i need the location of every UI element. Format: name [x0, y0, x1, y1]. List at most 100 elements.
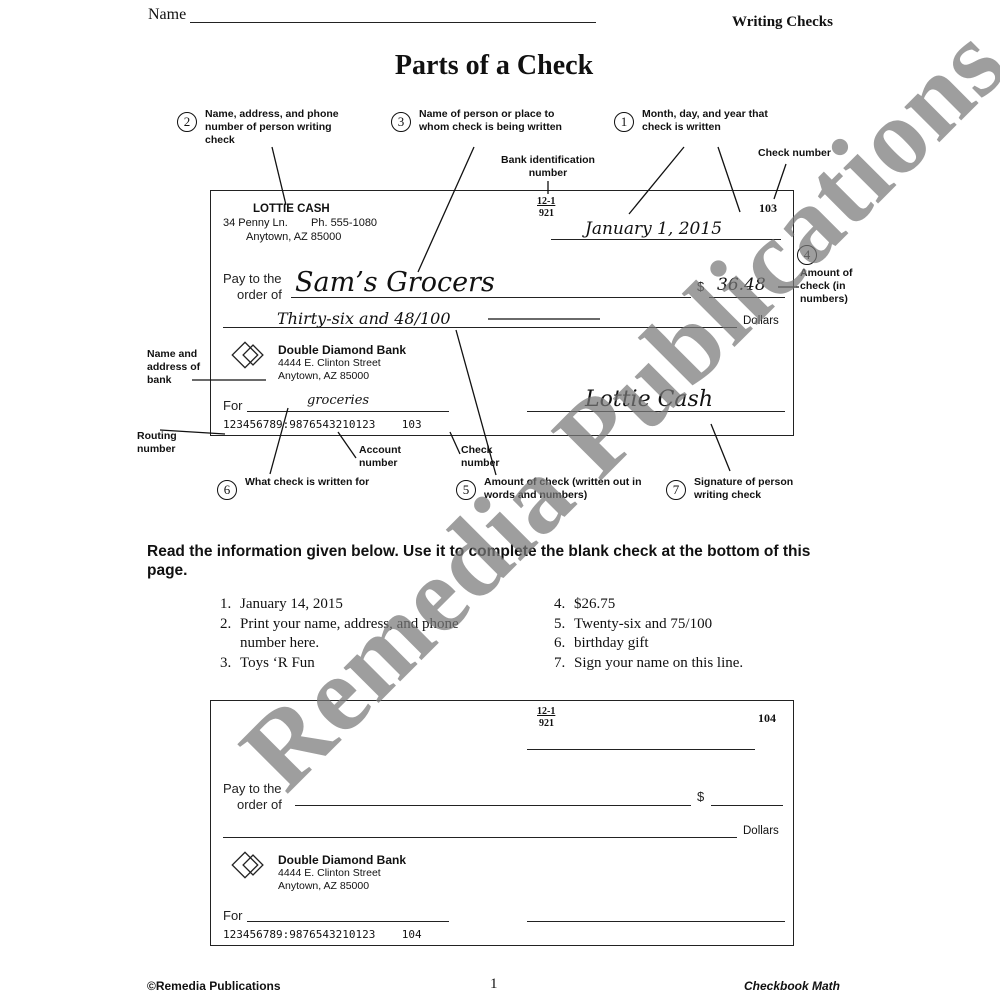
date-field[interactable]: [527, 749, 755, 750]
payee-line: [291, 297, 691, 298]
owner-city: Anytown, AZ 85000: [246, 231, 342, 243]
blank-check: 12-1 921 104 Pay to the order of $ Dolla…: [210, 700, 794, 946]
dollar-sign: $: [697, 279, 705, 294]
callout-5-text: Amount of check (written out in words an…: [484, 476, 642, 501]
list-number: 7.: [554, 654, 566, 671]
list-item: 7. Sign your name on this line.: [554, 654, 743, 674]
bank-code-bottom: 921: [539, 208, 554, 219]
list-item: 6. birthday gift: [554, 634, 743, 654]
sample-check: LOTTIE CASH 34 Penny Ln. Ph. 555-1080 An…: [210, 190, 794, 436]
memo-field[interactable]: [247, 921, 449, 922]
list-text: number here.: [240, 635, 320, 651]
name-label: Name: [148, 6, 187, 23]
pay-to-label: Pay to the: [223, 781, 282, 796]
check-number-callout: Check number: [758, 147, 831, 159]
name-line[interactable]: [190, 22, 596, 23]
list-item: 5. Twenty-six and 75/100: [554, 615, 743, 635]
amount-numeric: 36.48: [717, 275, 766, 295]
owner-address: 34 Penny Ln.: [223, 217, 288, 229]
list-text: Twenty-six and 75/100: [574, 615, 713, 632]
callout-number-1: 1: [614, 112, 634, 132]
list-left: 1. January 14, 2015 2.Print your name, ad…: [220, 595, 459, 673]
bank-logo: [229, 339, 267, 377]
list-item: 2.Print your name, address, and phone: [220, 615, 459, 635]
signature: Lottie Cash: [585, 387, 713, 412]
dollars-line: [223, 327, 737, 328]
list-right: 4. $26.75 5. Twenty-six and 75/100 6. birth…: [554, 595, 743, 673]
list-item: 4. $26.75: [554, 595, 743, 615]
order-of-label: order of: [237, 287, 282, 302]
footer-book-title: Checkbook Math: [744, 979, 841, 993]
list-text: birthday gift: [574, 635, 649, 651]
check-number: 104: [758, 711, 776, 725]
amount-field[interactable]: [711, 805, 783, 806]
memo-line: [247, 411, 449, 412]
list-number: 3.: [220, 654, 232, 671]
callout-number-2: 2: [177, 112, 197, 132]
amount-line: [709, 297, 785, 298]
bank-name: Double Diamond Bank: [278, 853, 407, 867]
list-number: 6.: [554, 635, 566, 651]
callout-3-text: Name of person or place to whom check is…: [419, 108, 562, 133]
micr-line: 123456789:9876543210123 104: [223, 928, 422, 941]
list-item: 3. Toys ‘R Fun: [220, 654, 459, 674]
list-number: 5.: [554, 615, 566, 632]
section-title: Writing Checks: [732, 14, 833, 30]
bank-name: Double Diamond Bank: [278, 343, 407, 357]
date-line: [551, 239, 781, 240]
list-number: 4.: [554, 596, 566, 612]
signature-line: [527, 411, 785, 412]
callout-number-4: 4: [797, 245, 817, 265]
list-text: Toys ‘R Fun: [240, 654, 315, 671]
pay-to-label: Pay to the: [223, 271, 282, 286]
list-text: Print your name, address, and phone: [240, 615, 459, 632]
list-text: Sign your name on this line.: [574, 654, 744, 671]
callout-number-5: 5: [456, 480, 476, 500]
bank-address: 4444 E. Clinton Street: [278, 357, 381, 369]
amount-words-field[interactable]: [223, 837, 737, 838]
bank-logo: [229, 849, 267, 887]
check-number: 103: [759, 201, 777, 215]
callout-number-3: 3: [391, 112, 411, 132]
list-number: 1.: [220, 596, 232, 612]
check-number-callout-2: Check number: [461, 444, 500, 469]
micr-line: 123456789:9876543210123 103: [223, 418, 422, 431]
list-text: January 14, 2015: [240, 596, 343, 612]
dollars-label: Dollars: [743, 315, 779, 327]
footer-copyright: ©Remedia Publications: [147, 979, 281, 993]
page-number: 1: [490, 976, 498, 992]
callout-7-text: Signature of person writing check: [694, 476, 794, 501]
bank-code-bottom: 921: [539, 718, 554, 729]
bank-city: Anytown, AZ 85000: [278, 880, 370, 892]
bank-address: 4444 E. Clinton Street: [278, 867, 381, 879]
owner-phone: Ph. 555-1080: [311, 217, 378, 229]
list-item: number here.: [220, 634, 459, 654]
payee-name: Sam’s Grocers: [295, 267, 495, 298]
owner-name: LOTTIE CASH: [253, 203, 330, 215]
page-title: Parts of a Check: [394, 50, 594, 81]
bank-id-callout: Bank identification number: [501, 154, 595, 179]
list-text: $26.75: [574, 596, 616, 612]
for-label: For: [223, 908, 243, 923]
callout-number-7: 7: [666, 480, 686, 500]
callout-6-text: What check is written for: [245, 476, 370, 488]
signature-field[interactable]: [527, 921, 785, 922]
callout-number-6: 6: [217, 480, 237, 500]
callout-2-text: Name, address, and phone number of perso…: [205, 108, 339, 146]
instructions: Read the information given below. Use it…: [147, 543, 811, 579]
payee-field[interactable]: [295, 805, 691, 806]
routing-callout: Routing number: [137, 430, 177, 455]
callout-4-text: Amount of check (in numbers): [800, 267, 853, 305]
bank-code-top: 12-1: [537, 196, 556, 207]
dollars-label: Dollars: [743, 825, 779, 837]
bank-city: Anytown, AZ 85000: [278, 370, 370, 382]
memo-text: groceries: [307, 393, 370, 408]
bank-code-top: 12-1: [537, 706, 556, 717]
list-item: 1. January 14, 2015: [220, 595, 459, 615]
account-callout: Account number: [359, 444, 401, 469]
order-of-label: order of: [237, 797, 282, 812]
check-date: January 1, 2015: [585, 219, 723, 239]
bank-name-callout: Name and address of bank: [147, 348, 201, 386]
callout-1-text: Month, day, and year that check is writt…: [642, 108, 768, 133]
